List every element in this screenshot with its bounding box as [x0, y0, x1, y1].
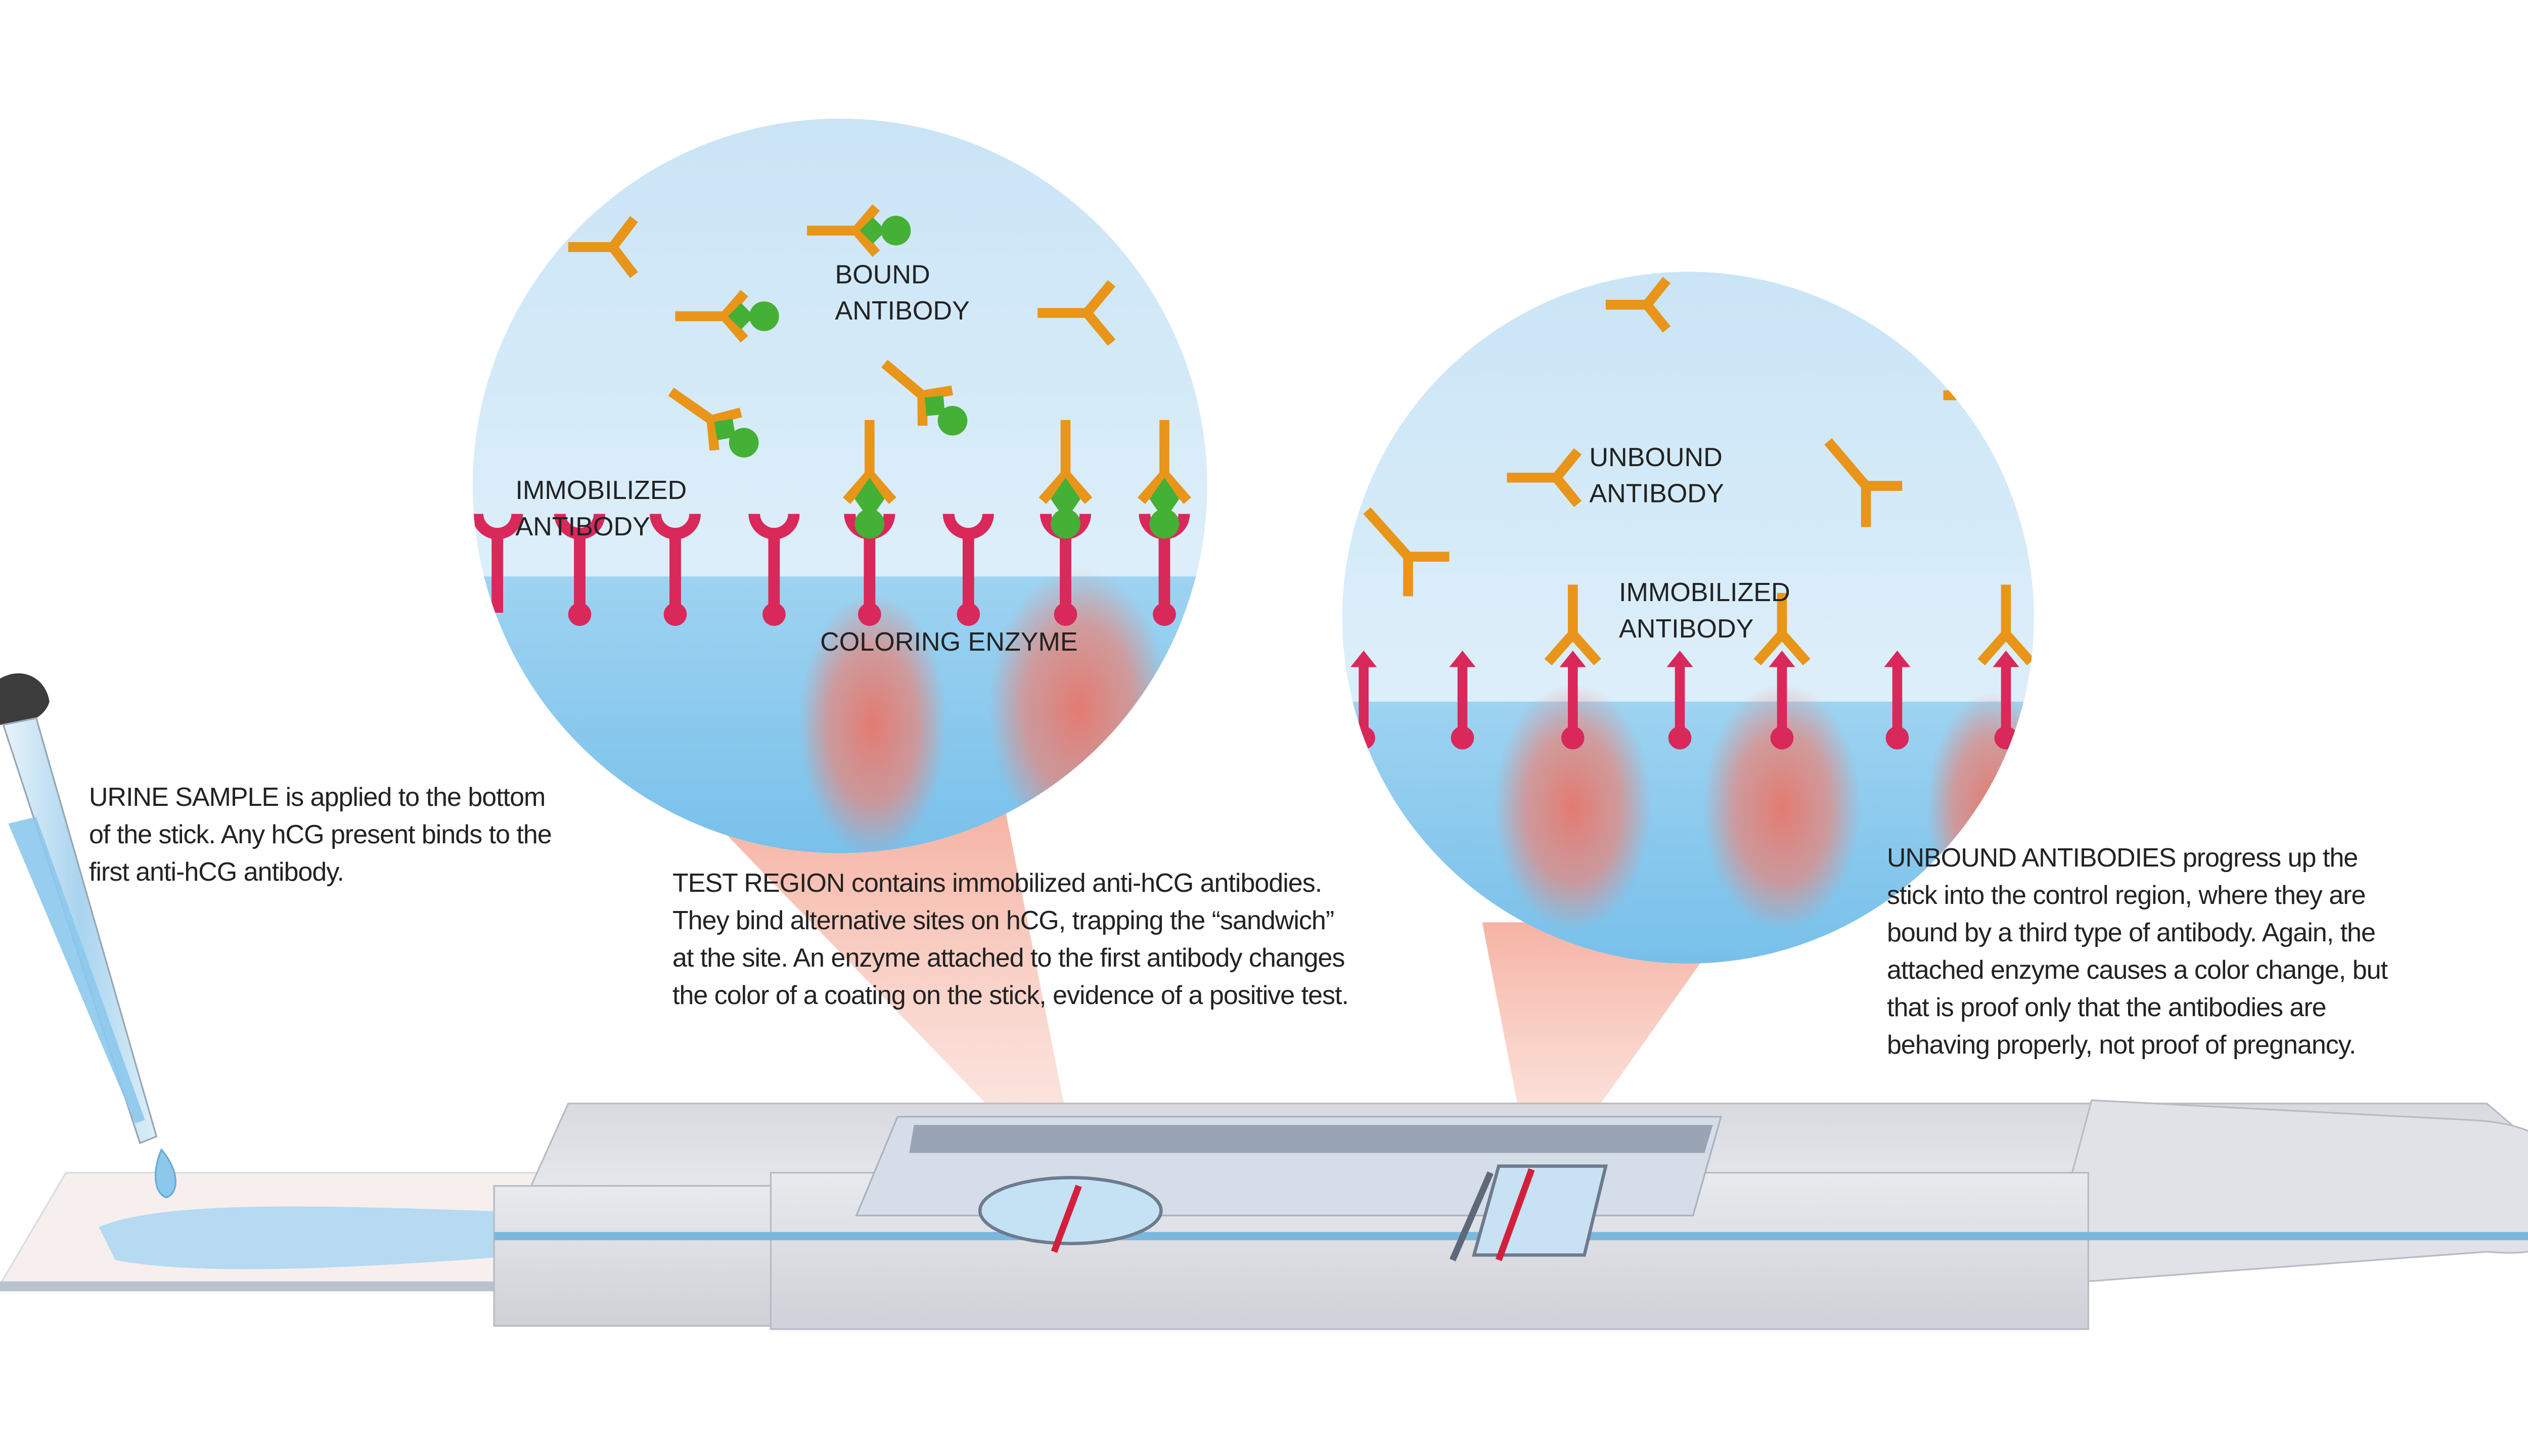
- stick-handle: [2041, 1099, 2528, 1286]
- label-bound-antibody-line1: BOUND: [835, 260, 930, 289]
- caption-test-region: TEST REGION contains immobilized anti-hC…: [672, 864, 1349, 1014]
- bound-antibodies: [668, 204, 968, 458]
- urine-spread: [99, 1206, 527, 1269]
- test-beam: [700, 807, 1079, 1178]
- caption-line: the color of a coating on the stick, evi…: [672, 981, 1349, 1010]
- captured-sandwich: [842, 420, 1191, 539]
- control-line: [1496, 1168, 1535, 1261]
- color-change-glow: [988, 568, 1169, 848]
- caption-line: of the stick. Any hCG present binds to t…: [89, 820, 552, 849]
- test-region-magnified-view: BOUND ANTIBODY IMMOBILIZED ANTIBODY COLO…: [472, 118, 1207, 853]
- free-antibodies: [568, 216, 1116, 346]
- label-immobilized-antibody-line2: ANTIBODY: [516, 512, 650, 541]
- test-stick: [0, 1099, 2528, 1330]
- control-line-reference: [1450, 1171, 1494, 1261]
- caption-urine-sample: URINE SAMPLE is applied to the bottom of…: [89, 779, 552, 891]
- label-bound-antibody-line2: ANTIBODY: [835, 296, 969, 326]
- unbound-antibody: [568, 216, 638, 279]
- caption-line: first anti-hCG antibody.: [89, 857, 344, 887]
- label-control-immobilized-line1: IMMOBILIZED: [1619, 578, 1790, 607]
- label-control-immobilized-line2: ANTIBODY: [1619, 614, 1753, 644]
- label-immobilized-antibody-line1: IMMOBILIZED: [516, 476, 687, 505]
- caption-line: bound by a third type of antibody. Again…: [1887, 918, 2376, 947]
- color-change-glow: [1494, 684, 1652, 931]
- caption-lead: TEST REGION: [672, 869, 845, 898]
- control-immobilized-antibodies: [1350, 650, 2019, 750]
- caption-line: They bind alternative sites on hCG, trap…: [672, 906, 1334, 935]
- caption-line: contains immobilized anti-hCG antibodies…: [844, 869, 1322, 898]
- caption-lead: URINE SAMPLE: [89, 783, 279, 812]
- caption-unbound-antibodies: UNBOUND ANTIBODIES progress up the stick…: [1887, 839, 2388, 1064]
- caption-lead: UNBOUND ANTIBODIES: [1887, 843, 2176, 873]
- urine-drop: [155, 1148, 176, 1199]
- label-unbound-antibody-line1: UNBOUND: [1589, 443, 1722, 472]
- color-change-glow: [798, 593, 947, 853]
- dropper-icon: [0, 673, 176, 1199]
- stick-casing-front: [493, 1185, 775, 1327]
- dropper-bulb: [0, 673, 50, 725]
- control-window: [1472, 1164, 1608, 1257]
- caption-line: that is proof only that the antibodies a…: [1887, 993, 2327, 1022]
- caption-line: is applied to the bottom: [279, 783, 546, 812]
- test-line: [1051, 1185, 1082, 1253]
- caption-line: behaving properly, not proof of pregnanc…: [1887, 1030, 2356, 1060]
- color-change-glow: [1703, 684, 1861, 931]
- caption-line: progress up the: [2176, 843, 2358, 873]
- caption-line: stick into the control region, where the…: [1887, 881, 2366, 910]
- caption-line: at the site. An enzyme attached to the f…: [672, 943, 1345, 973]
- unbound-antibody: [1037, 280, 1116, 346]
- caption-line: attached enzyme causes a color change, b…: [1887, 956, 2388, 985]
- captured-unbound-antibodies: [1544, 584, 2034, 666]
- label-unbound-antibody-line2: ANTIBODY: [1589, 479, 1724, 509]
- label-coloring-enzyme: COLORING ENZYME: [820, 627, 1078, 657]
